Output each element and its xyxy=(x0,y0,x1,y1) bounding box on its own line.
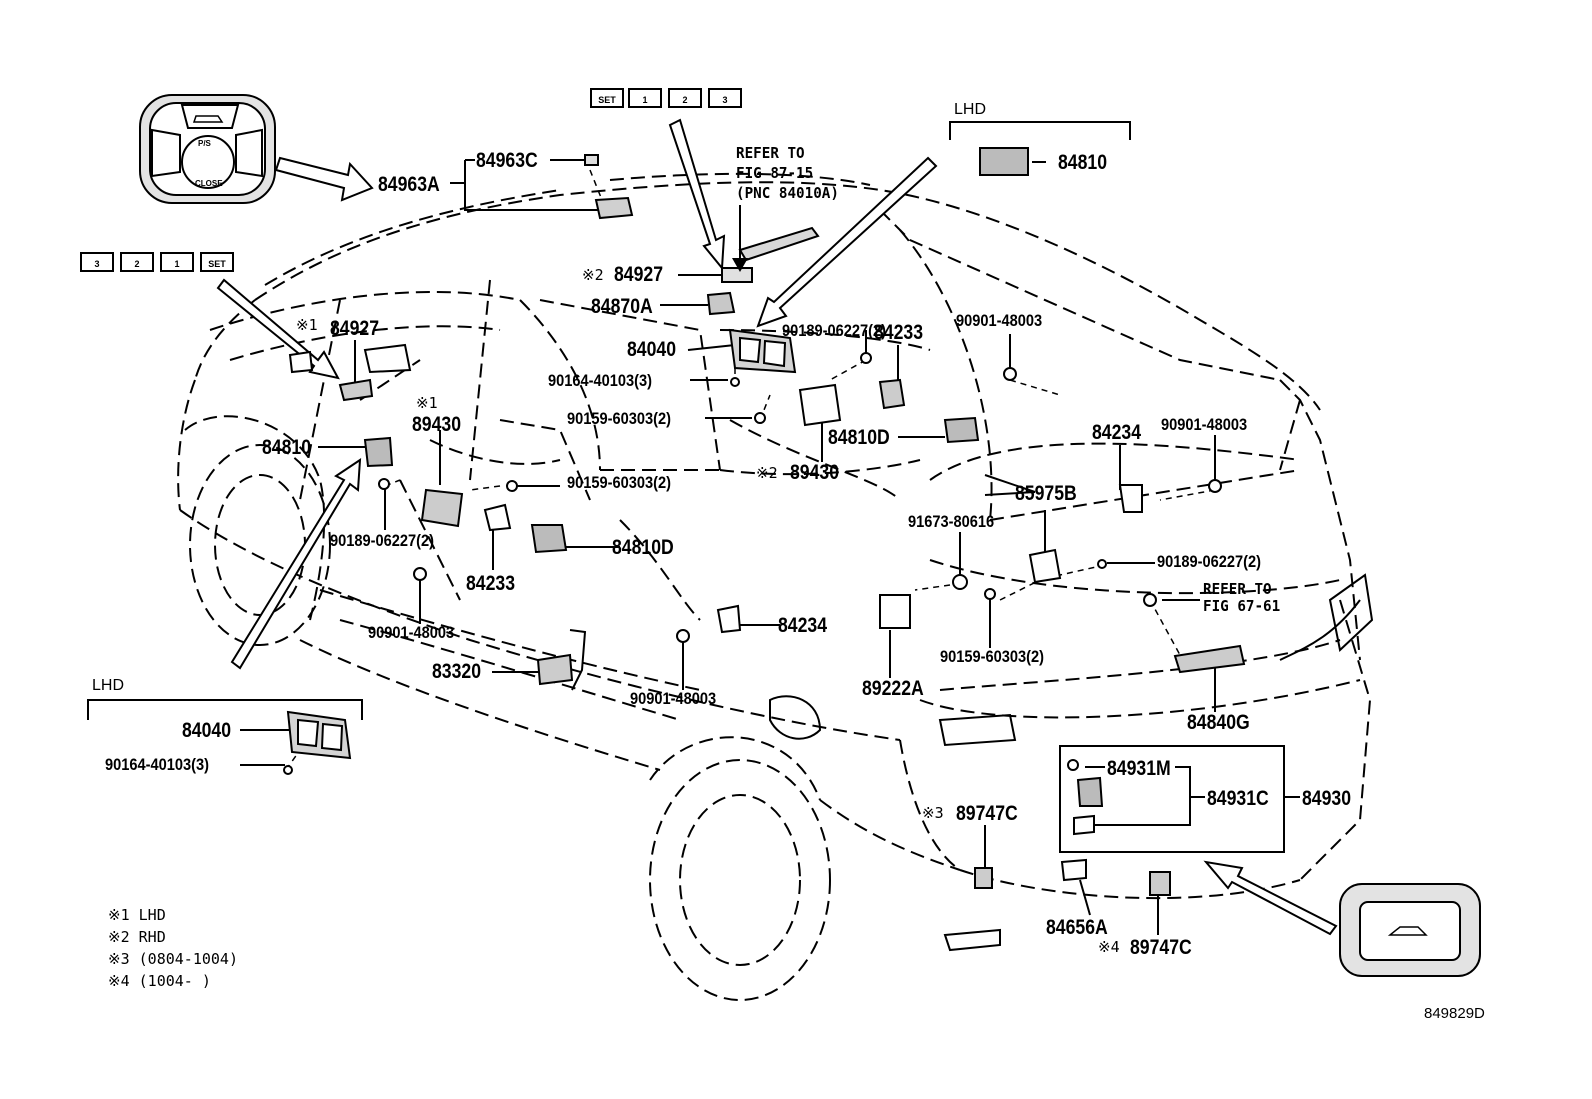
note-mark-2: ※2 xyxy=(582,266,604,284)
part-label-90901-a: 90901-48003 xyxy=(368,623,455,642)
part-label-89430-lhd: 89430 xyxy=(412,413,462,436)
legend-item-3: ※3 (0804-1004) xyxy=(108,950,238,968)
part-label-91673-80616: 91673-80616 xyxy=(908,512,995,531)
part-label-90189-c: 90189-06227(2) xyxy=(1157,552,1262,571)
part-label-84234-b: 84234 xyxy=(1092,421,1142,444)
part-label-84840G: 84840G xyxy=(1187,711,1250,734)
part-label-90159-a: 90159-60303(2) xyxy=(567,409,672,428)
part-label-84931M: 84931M xyxy=(1107,757,1171,780)
memory-2-button[interactable]: 2 xyxy=(668,88,702,108)
memory-1-button-lhd[interactable]: 1 xyxy=(160,252,194,272)
part-label-84810-left: 84810 xyxy=(262,436,312,459)
part-label-89430-rhd: 89430 xyxy=(790,461,840,484)
refer-to-line-2: FIG 87-15 xyxy=(736,164,814,182)
refer-rear-line-1: REFER TO xyxy=(1203,580,1272,598)
memory-2-button-lhd[interactable]: 2 xyxy=(120,252,154,272)
note-mark-4: ※4 xyxy=(1098,938,1120,956)
part-label-84233-a: 84233 xyxy=(466,572,516,595)
part-label-89747C-b: 89747C xyxy=(1130,936,1192,959)
pointer-arrows xyxy=(216,118,1338,936)
part-label-89747C-a: 89747C xyxy=(956,802,1018,825)
memory-3-button-lhd[interactable]: 3 xyxy=(80,252,114,272)
part-label-84927-rhd: 84927 xyxy=(614,263,664,286)
part-label-84870A: 84870A xyxy=(591,295,653,318)
part-label-84931C: 84931C xyxy=(1207,787,1269,810)
part-label-84963C: 84963C xyxy=(476,149,538,172)
legend-item-2: ※2 RHD xyxy=(108,928,166,946)
note-mark-3: ※3 xyxy=(922,804,944,822)
part-label-84810D-a: 84810D xyxy=(612,536,674,559)
part-label-90901-c: 90901-48003 xyxy=(956,311,1043,330)
note-mark-2b: ※2 xyxy=(756,464,778,482)
remote-label-ps: P/S xyxy=(198,139,211,148)
part-label-84040: 84040 xyxy=(627,338,677,361)
figure-code: 849829D xyxy=(1424,1005,1485,1022)
lhd-label-bottom: LHD xyxy=(92,677,125,694)
vehicle-body-outline xyxy=(177,172,1372,1001)
part-label-90159-b: 90159-60303(2) xyxy=(567,473,672,492)
part-label-90159-c: 90159-60303(2) xyxy=(940,647,1045,666)
leader-lines xyxy=(87,121,1300,935)
part-label-84656A: 84656A xyxy=(1046,916,1108,939)
note-mark-1b: ※1 xyxy=(416,394,438,412)
part-label-84040-lhd: 84040 xyxy=(182,719,232,742)
set-button[interactable]: SET xyxy=(590,88,624,108)
refer-to-line-3: (PNC 84010A) xyxy=(736,184,839,202)
part-label-85975B: 85975B xyxy=(1015,482,1077,505)
part-label-84963A: 84963A xyxy=(378,173,440,196)
set-button-lhd[interactable]: SET xyxy=(200,252,234,272)
legend-item-1: ※1 LHD xyxy=(108,906,166,924)
part-label-84930: 84930 xyxy=(1302,787,1352,810)
part-label-90901-d: 90901-48003 xyxy=(1161,415,1248,434)
part-label-83320: 83320 xyxy=(432,660,482,683)
lhd-label-top: LHD xyxy=(954,101,987,118)
part-label-89222A: 89222A xyxy=(862,677,924,700)
part-shapes xyxy=(139,94,1481,977)
part-label-84810-lhd: 84810 xyxy=(1058,151,1108,174)
note-mark-1: ※1 xyxy=(296,316,318,334)
part-label-90901-b: 90901-48003 xyxy=(630,689,717,708)
part-label-90189-a: 90189-06227(2) xyxy=(330,531,435,550)
part-label-90164-lhd: 90164-40103(3) xyxy=(105,755,210,774)
part-label-84233-b: 84233 xyxy=(874,321,924,344)
refer-to-line-1: REFER TO xyxy=(736,144,805,162)
legend-item-4: ※4 (1004- ) xyxy=(108,972,211,990)
remote-label-close: CLOSE xyxy=(195,179,223,188)
memory-1-button[interactable]: 1 xyxy=(628,88,662,108)
part-label-90164-top: 90164-40103(3) xyxy=(548,371,653,390)
part-label-84927-lhd: 84927 xyxy=(330,317,380,340)
part-label-84234-a: 84234 xyxy=(778,614,828,637)
refer-rear-line-2: FIG 67-61 xyxy=(1203,597,1281,615)
part-label-84810D-b: 84810D xyxy=(828,426,890,449)
memory-3-button[interactable]: 3 xyxy=(708,88,742,108)
part-label-90189-b: 90189-06227(2) xyxy=(782,321,887,340)
